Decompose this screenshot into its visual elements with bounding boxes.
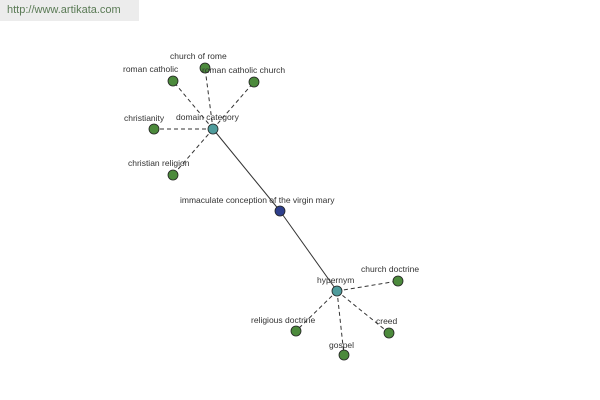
node-religious-doctrine[interactable] (290, 325, 302, 337)
graph-nodes (148, 62, 404, 361)
graph-labels: church of rome roman catholic roman cathol… (123, 51, 419, 350)
label-center: immaculate conception of the virgin mary (180, 195, 335, 205)
node-church-of-rome[interactable] (199, 62, 211, 74)
label-church-of-rome: church of rome (170, 51, 227, 61)
site-url-link[interactable]: http://www.artikata.com (0, 0, 139, 21)
node-christianity[interactable] (148, 123, 160, 135)
edge-hypernym-religious-doctrine (295, 290, 338, 332)
edge-domain-category-church-of-rome (204, 67, 214, 130)
node-creed[interactable] (383, 327, 395, 339)
label-domain-category: domain category (176, 112, 240, 122)
label-roman-catholic-church: roman catholic church (202, 65, 285, 75)
node-gospel[interactable] (338, 349, 350, 361)
node-christian-religion[interactable] (167, 169, 179, 181)
edge-domain-category-christian-religion (172, 128, 214, 176)
node-domain-category[interactable] (207, 123, 219, 135)
node-church-doctrine[interactable] (392, 275, 404, 287)
edge-hypernym-gospel (336, 290, 345, 356)
node-hypernym[interactable] (331, 285, 343, 297)
label-christianity: christianity (124, 113, 165, 123)
label-hypernym: hypernym (317, 275, 354, 285)
edge-center-domain-category (212, 128, 281, 212)
edge-hypernym-church-doctrine (336, 280, 399, 292)
label-gospel: gospel (329, 340, 354, 350)
label-creed: creed (376, 316, 398, 326)
edge-domain-category-roman-catholic (172, 80, 214, 130)
label-christian-religion: christian religion (128, 158, 190, 168)
node-roman-catholic-church[interactable] (248, 76, 260, 88)
graph-edges (154, 67, 399, 356)
label-church-doctrine: church doctrine (361, 264, 419, 274)
label-religious-doctrine: religious doctrine (251, 315, 316, 325)
edge-center-hypernym (279, 210, 338, 292)
node-roman-catholic[interactable] (167, 75, 179, 87)
edge-hypernym-creed (336, 290, 390, 334)
label-roman-catholic: roman catholic (123, 64, 179, 74)
node-center[interactable] (274, 205, 286, 217)
edge-domain-category-roman-catholic-church (212, 81, 255, 130)
